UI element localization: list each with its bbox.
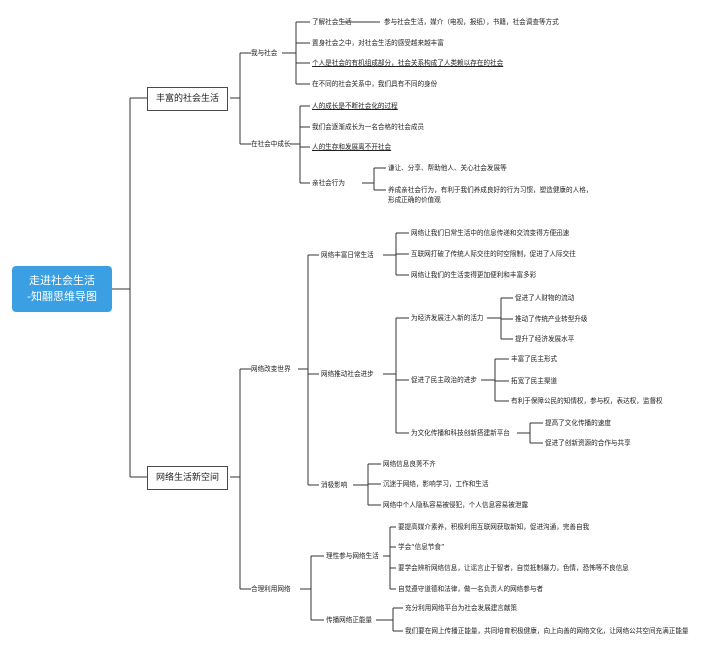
- item-discern-info: 要学会辨析网络信息，让谣言止于智者，自觉抵制暴力，色情，恐怖等不良信息: [398, 564, 629, 572]
- item-innovation-sharing: 促进了创新资源的合作与共享: [545, 439, 631, 447]
- item-spread-positive-energy: 我们要在网上传播正能量，共同培育积极健康，向上向善的网络文化，让网络公共空间充满…: [405, 627, 689, 635]
- topic-grow-in-society[interactable]: 在社会中成长: [251, 140, 291, 148]
- item-democratic-forms: 丰富了民主形式: [511, 355, 558, 363]
- item-culture-speed: 提高了文化传播的速度: [545, 419, 611, 427]
- item-in-society: 置身社会之中，对社会生活的感受越来越丰富: [312, 39, 444, 47]
- topic-promote-progress[interactable]: 网络推动社会进步: [321, 370, 374, 378]
- item-break-barriers: 互联网打破了传统人际交往的时空限制，促进了人际交往: [411, 250, 576, 258]
- item-survival-development: 人的生存和发展离不开社会: [312, 143, 392, 151]
- item-prosocial-examples: 谦让、分享、帮助他人、关心社会发展等: [388, 164, 507, 172]
- topic-use-network-wisely[interactable]: 合理利用网络: [251, 585, 291, 593]
- item-flow-of-resources: 促进了人财物的流动: [515, 294, 575, 302]
- topic-culture-tech[interactable]: 为文化传播和科技创新搭建新平台: [411, 429, 510, 437]
- item-democratic-channels: 拓宽了民主渠道: [511, 377, 558, 385]
- item-media-literacy: 要提高媒介素养，积极利用互联网获取新知，促进沟通，完善自我: [398, 523, 590, 531]
- item-prosocial-benefits: 养成亲社会行为，有利于我们养成良好的行为习惯，塑造健康的人格，: [388, 186, 593, 194]
- branch-online-life[interactable]: 网络生活新空间: [147, 466, 229, 490]
- topic-democracy[interactable]: 促进了民主政治的进步: [411, 376, 477, 384]
- topic-positive-energy[interactable]: 传播网络正能量: [326, 616, 373, 624]
- topic-negative-effects[interactable]: 消极影响: [321, 481, 348, 489]
- topic-prosocial-behavior[interactable]: 亲社会行为: [312, 179, 345, 187]
- item-citizen-rights: 有利于保障公民的知情权，参与权，表达权，监督权: [511, 397, 663, 405]
- item-info-transfer: 网络让我们日常生活中的信息传递和交流变得方便迅速: [411, 229, 570, 237]
- item-individual-part-of-society: 个人是社会的有机组成部分，社会关系构成了人类赖以存在的社会: [312, 59, 504, 67]
- item-qualified-member: 我们会逐渐成长为一名合格的社会成员: [312, 123, 425, 131]
- item-prosocial-benefits-line2: 形成正确的价值观: [388, 196, 441, 204]
- topic-me-and-society[interactable]: 我与社会: [251, 49, 278, 57]
- topic-rational-participation[interactable]: 理性参与网络生活: [326, 552, 379, 560]
- topic-enrich-daily-life[interactable]: 网络丰富日常生活: [321, 251, 374, 259]
- item-mixed-info: 网络信息良莠不齐: [383, 460, 436, 468]
- topic-network-changes-world[interactable]: 网络改变世界: [251, 365, 291, 373]
- item-economic-level: 提升了经济发展水平: [515, 335, 575, 343]
- item-info-diet: 学会“信息节食”: [398, 543, 445, 551]
- item-industry-upgrade: 推动了传统产业转型升级: [515, 315, 588, 323]
- item-socialization: 人的成长是不断社会化的过程: [312, 102, 398, 110]
- root-node[interactable]: 走进社会生活 -知翮思维导图: [12, 266, 112, 312]
- item-privacy: 网络中个人隐私容易被侵犯，个人信息容易被泄露: [383, 501, 529, 509]
- item-understand-social-life-detail: 参与社会生活，媒介（电视，报纸），书籍，社会调查等方式: [384, 18, 559, 26]
- item-convenient-life: 网络让我们的生活变得更加便利和丰富多彩: [411, 271, 537, 279]
- item-understand-social-life[interactable]: 了解社会生活: [312, 18, 352, 26]
- topic-economy-vitality[interactable]: 为经济发展注入新的活力: [411, 314, 484, 322]
- item-different-identities: 在不同的社会关系中，我们具有不同的身份: [312, 80, 438, 88]
- item-obey-law: 自觉遵守道德和法律，做一名负责人的网络参与者: [398, 585, 544, 593]
- root-title-line2: -知翮思维导图: [27, 290, 97, 303]
- branch-rich-social-life[interactable]: 丰富的社会生活: [147, 87, 229, 111]
- item-suggestions: 充分利用网络平台为社会发展建言献策: [405, 604, 518, 612]
- root-title-line1: 走进社会生活: [29, 274, 95, 287]
- item-addiction: 沉迷于网络，影响学习，工作和生活: [383, 480, 489, 488]
